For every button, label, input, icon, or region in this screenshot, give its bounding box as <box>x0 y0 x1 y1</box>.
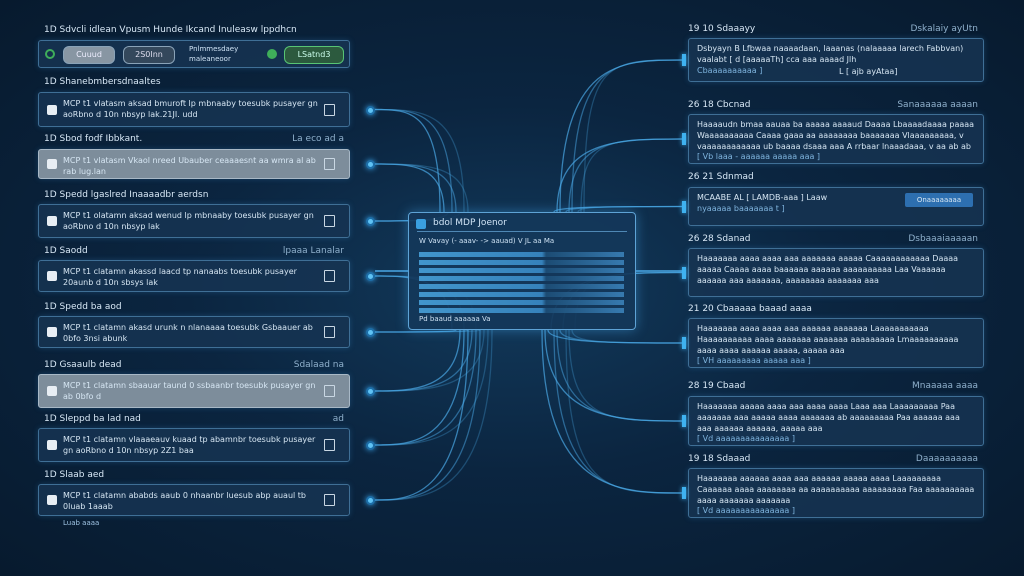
list-item[interactable]: MCP t1 clatamn vlaaaeauv kuaad tp abamnb… <box>38 428 350 462</box>
connector-node <box>366 496 375 505</box>
item-label: 21 20 Cbaaaaa baaad aaaa <box>688 304 812 314</box>
connector-port <box>682 337 686 349</box>
connector-node <box>366 272 375 281</box>
result-card[interactable]: Haaaaudn bmaa aauaa ba aaaaa aaaaud Daaa… <box>688 114 984 164</box>
log-lines <box>419 249 624 316</box>
refresh-icon[interactable] <box>45 49 55 59</box>
connector-port <box>682 133 686 145</box>
item-label: 1D Shanebmbersdnaaltes <box>44 77 161 87</box>
toolbar-button-1[interactable]: Cuuud <box>63 46 115 64</box>
list-item[interactable]: MCP t1 clatamn akasd urunk n nlanaaaa to… <box>38 316 350 348</box>
document-icon[interactable] <box>324 326 335 338</box>
document-icon[interactable] <box>324 494 335 506</box>
mcp-server-panel: bdol MDP Joenor W Vavay (- aaav- -> aaua… <box>408 212 636 330</box>
server-footer: Pd baaud aaaaaa Va <box>419 315 491 323</box>
list-item[interactable]: MCP t1 clatamn sbaauar taund 0 ssbaanbr … <box>38 374 350 408</box>
item-label: 1D Sbod fodf Ibbkant.La eco ad a <box>44 134 344 144</box>
result-card[interactable]: Haaaaaaa aaaa aaaa aaa aaaaaa aaaaaaa La… <box>688 318 984 368</box>
list-item[interactable]: MCP t1 vlatasm Vkaol nreed Ubauber ceaaa… <box>38 149 350 179</box>
result-card[interactable]: Haaaaaaa aaaa aaaa aaa aaaaaaa aaaaa Caa… <box>688 248 984 297</box>
connector-port <box>682 200 686 213</box>
item-label: 26 21 Sdnmad <box>688 172 754 182</box>
toolbar-button-2[interactable]: 2S0Inn <box>123 46 175 64</box>
list-item[interactable]: MCP t1 clatamn ababds aaub 0 nhaanbr lue… <box>38 484 350 527</box>
connector-port <box>682 487 686 499</box>
connector-node <box>366 217 375 226</box>
result-card[interactable]: Haaaaaaa aaaaa aaaa aaa aaaa aaaa Laaa a… <box>688 396 984 446</box>
toolbar: Cuuud 2S0Inn Pnlmmesdaey maleaneoor LSat… <box>38 40 350 68</box>
connector-port <box>682 54 686 66</box>
server-subtitle: W Vavay (- aaav- -> aauad) V JL aa Ma <box>419 237 555 245</box>
document-icon[interactable] <box>324 270 335 282</box>
checkbox[interactable] <box>47 216 57 226</box>
list-item[interactable]: MCP t1 vlatasm aksad bmuroft lp mbnaaby … <box>38 92 350 127</box>
server-title: bdol MDP Joenor <box>433 218 507 228</box>
checkbox[interactable] <box>47 386 57 396</box>
server-icon <box>416 219 426 229</box>
toolbar-info: Pnlmmesdaey maleaneoor <box>189 45 239 63</box>
check-icon <box>267 49 277 59</box>
connector-port <box>682 266 686 279</box>
checkbox[interactable] <box>47 271 57 281</box>
connector-node <box>366 105 375 115</box>
left-header: 1D Sdvcli idlean Vpusm Hunde Ikcand Inul… <box>44 25 297 35</box>
document-icon[interactable] <box>324 103 335 116</box>
connector-port <box>682 415 686 427</box>
connector-node <box>366 441 375 450</box>
checkbox[interactable] <box>47 440 57 450</box>
connector-node <box>366 387 375 396</box>
connector-node <box>366 160 375 169</box>
document-icon[interactable] <box>324 439 335 451</box>
checkbox[interactable] <box>47 104 57 115</box>
checkbox[interactable] <box>47 327 57 337</box>
checkbox[interactable] <box>47 495 57 505</box>
checkbox[interactable] <box>47 159 57 169</box>
list-item[interactable]: MCP t1 clatamn akassd laacd tp nanaabs t… <box>38 260 350 292</box>
document-icon[interactable] <box>324 158 335 170</box>
item-label: 1D Spedd ba aod <box>44 302 122 312</box>
open-button[interactable]: Onaaaaaaaa <box>905 193 973 207</box>
confirm-button[interactable]: LSatnd3 <box>284 46 344 64</box>
result-card[interactable]: Dsbyayn B Lfbwaa naaaadaan, laaanas (nal… <box>688 38 984 82</box>
document-icon[interactable] <box>324 385 335 397</box>
result-card[interactable]: Haaaaaaa aaaaaa aaaa aaa aaaaaa aaaaa aa… <box>688 468 984 518</box>
document-icon[interactable] <box>324 215 335 227</box>
list-item[interactable]: MCP t1 olatamn aksad wenud lp mbnaaby to… <box>38 204 350 238</box>
connector-node <box>366 328 375 337</box>
item-label: 1D Spedd lgaslred Inaaaadbr aerdsn <box>44 190 209 200</box>
item-label: 1D Slaab aed <box>44 470 105 480</box>
